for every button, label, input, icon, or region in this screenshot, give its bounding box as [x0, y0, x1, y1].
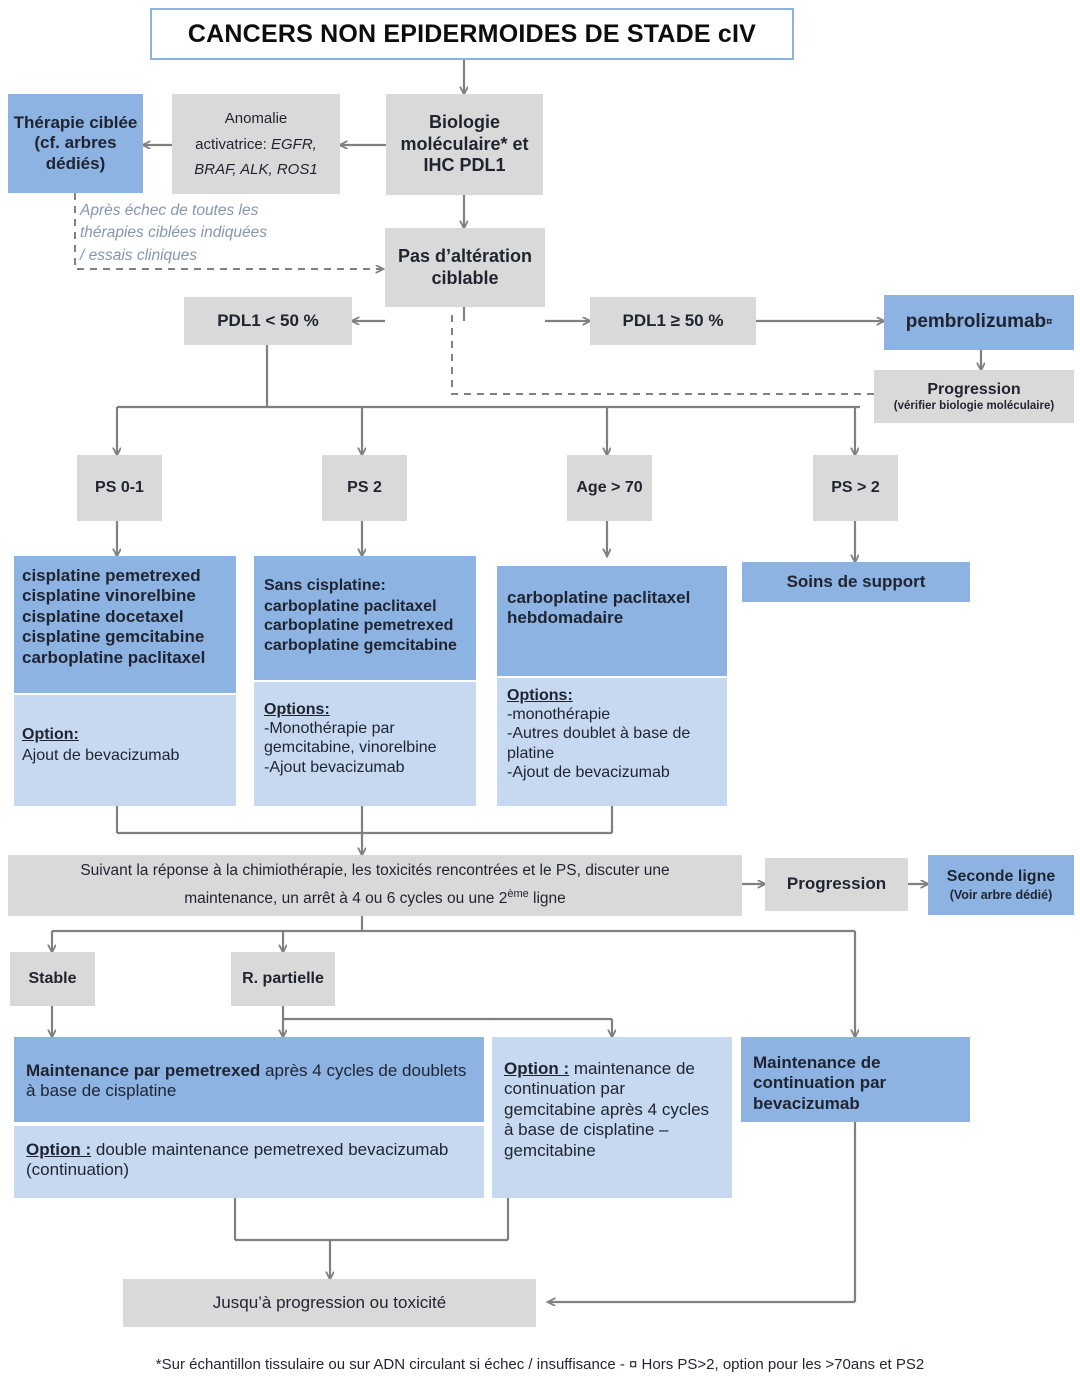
progression-top-title: Progression: [927, 380, 1021, 398]
regimen-item: hebdomadaire: [507, 608, 624, 628]
node-r-partielle[interactable]: R. partielle: [231, 952, 335, 1006]
treatment-ps2-heading: Sans cisplatine:: [264, 577, 386, 594]
option-label: Option :: [26, 1140, 92, 1159]
regimen-item: carboplatine paclitaxel: [507, 588, 691, 607]
dashed-note-line-3: / essais cliniques: [80, 246, 198, 264]
pembrolizumab-footnote-marker: ¤: [1046, 315, 1053, 328]
regimen-item: cisplatine gemcitabine: [22, 627, 205, 647]
anomalie-line-2: activatrice: EGFR,: [195, 136, 317, 154]
maintenance-pemetrexed-bold: Maintenance par pemetrexed: [26, 1061, 261, 1080]
node-progression-top[interactable]: Progression (vérifier biologie moléculai…: [874, 370, 1074, 423]
node-pdl1-high[interactable]: PDL1 ≥ 50 %: [590, 297, 756, 345]
node-anomalie-activatrice[interactable]: Anomalie activatrice: EGFR, BRAF, ALK, R…: [172, 94, 340, 194]
option-text: double maintenance pemetrexed bevacizuma…: [26, 1140, 449, 1180]
dashed-note-line-2: thérapies ciblées indiquées: [80, 224, 267, 242]
suivant-line-2b: ligne: [528, 890, 566, 908]
node-pdl1-low[interactable]: PDL1 < 50 %: [184, 297, 352, 345]
node-soins-de-support[interactable]: Soins de support: [742, 562, 970, 602]
option-line: -Monothérapie par: [264, 720, 395, 738]
anomalie-line-1: Anomalie: [224, 109, 288, 127]
maintenance-pemetrexed-option[interactable]: Option : double maintenance pemetrexed b…: [14, 1126, 484, 1198]
regimen-item: cisplatine vinorelbine: [22, 586, 196, 606]
maintenance-pemetrexed-rest: après 4 cycles de doublets à base de cis…: [26, 1061, 467, 1101]
suivant-line-1: Suivant la réponse à la chimiothérapie, …: [80, 862, 670, 880]
regimen-item: carboplatine paclitaxel: [264, 598, 437, 616]
anomalie-genes-2: BRAF, ALK, ROS1: [194, 160, 318, 178]
option-line: -monothérapie: [507, 706, 611, 724]
suivant-line-2a: maintenance, un arrêt à 4 ou 6 cycles ou…: [184, 890, 508, 908]
node-suivant-reponse[interactable]: Suivant la réponse à la chimiothérapie, …: [8, 855, 742, 916]
treatment-ps01-regimens[interactable]: cisplatine pemetrexed cisplatine vinorel…: [14, 556, 236, 693]
node-stable[interactable]: Stable: [10, 952, 95, 1006]
option-label: Options:: [264, 701, 330, 718]
option-line: Ajout de bevacizumab: [22, 747, 180, 765]
node-ps-2[interactable]: PS 2: [322, 455, 407, 521]
node-ps-gt-2[interactable]: PS > 2: [813, 455, 898, 521]
progression-top-subtitle: (vérifier biologie moléculaire): [893, 399, 1055, 412]
anomalie-genes-1: EGFR,: [271, 135, 317, 153]
option-line: -Autres doublet à base de: [507, 725, 691, 743]
regimen-item: cisplatine docetaxel: [22, 606, 184, 626]
maintenance-pemetrexed[interactable]: Maintenance par pemetrexed après 4 cycle…: [14, 1037, 484, 1122]
node-biologie-moleculaire[interactable]: Biologie moléculaire* et IHC PDL1: [386, 94, 543, 195]
node-therapie-ciblee[interactable]: Thérapie ciblée (cf. arbres dédiés): [8, 94, 143, 193]
node-progression-mid[interactable]: Progression: [765, 858, 908, 911]
option-line: platine: [507, 744, 555, 762]
suivant-ordinal-sup: ème: [507, 887, 529, 900]
option-line: -Ajout bevacizumab: [264, 758, 405, 776]
page-title: CANCERS NON EPIDERMOIDES DE STADE cIV: [150, 8, 794, 60]
dashed-note-line-1: Après échec de toutes les: [80, 202, 259, 219]
regimen-item: cisplatine pemetrexed: [22, 566, 201, 585]
regimen-item: carboplatine gemcitabine: [264, 636, 457, 654]
option-label: Options:: [507, 687, 573, 704]
treatment-ps2-regimens[interactable]: Sans cisplatine: carboplatine paclitaxel…: [254, 556, 476, 680]
treatment-ps01-options[interactable]: Option: Ajout de bevacizumab: [14, 695, 236, 806]
pembrolizumab-label: pembrolizumab: [905, 311, 1047, 333]
node-pas-alteration-ciblable[interactable]: Pas d’altération ciblable: [385, 228, 545, 307]
suivant-line-2: maintenance, un arrêt à 4 ou 6 cycles ou…: [184, 888, 566, 909]
option-label: Option :: [504, 1059, 570, 1078]
option-line: -Ajout de bevacizumab: [507, 763, 670, 781]
footnote: *Sur échantillon tissulaire ou sur ADN c…: [155, 1356, 925, 1373]
node-seconde-ligne[interactable]: Seconde ligne (Voir arbre dédié): [928, 855, 1074, 915]
treatment-age70-options[interactable]: Options: -monothérapie -Autres doublet à…: [497, 678, 727, 806]
maintenance-bevacizumab[interactable]: Maintenance de continuation par bevacizu…: [741, 1037, 970, 1122]
node-age-70[interactable]: Age > 70: [567, 455, 652, 521]
regimen-item: carboplatine pemetrexed: [264, 617, 454, 635]
treatment-ps2-options[interactable]: Options: -Monothérapie par gemcitabine, …: [254, 682, 476, 806]
node-ps-0-1[interactable]: PS 0-1: [77, 455, 162, 521]
node-pembrolizumab[interactable]: pembrolizumab¤: [884, 295, 1074, 350]
dashed-note: Après échec de toutes les thérapies cibl…: [80, 200, 310, 267]
maintenance-gemcitabine-option[interactable]: Option : maintenance de continuation par…: [492, 1037, 732, 1198]
treatment-age70-regimens[interactable]: carboplatine paclitaxel hebdomadaire: [497, 566, 727, 676]
seconde-ligne-subtitle: (Voir arbre dédié): [949, 888, 1053, 903]
node-jusqua-progression[interactable]: Jusqu’à progression ou toxicité: [123, 1279, 536, 1327]
anomalie-prefix: activatrice:: [195, 135, 271, 153]
seconde-ligne-title: Seconde ligne: [946, 867, 1056, 885]
option-label: Option:: [22, 726, 79, 743]
option-text: maintenance de continuation par gemcitab…: [504, 1059, 710, 1160]
option-line: gemcitabine, vinorelbine: [264, 739, 437, 757]
regimen-item: carboplatine paclitaxel: [22, 647, 206, 667]
